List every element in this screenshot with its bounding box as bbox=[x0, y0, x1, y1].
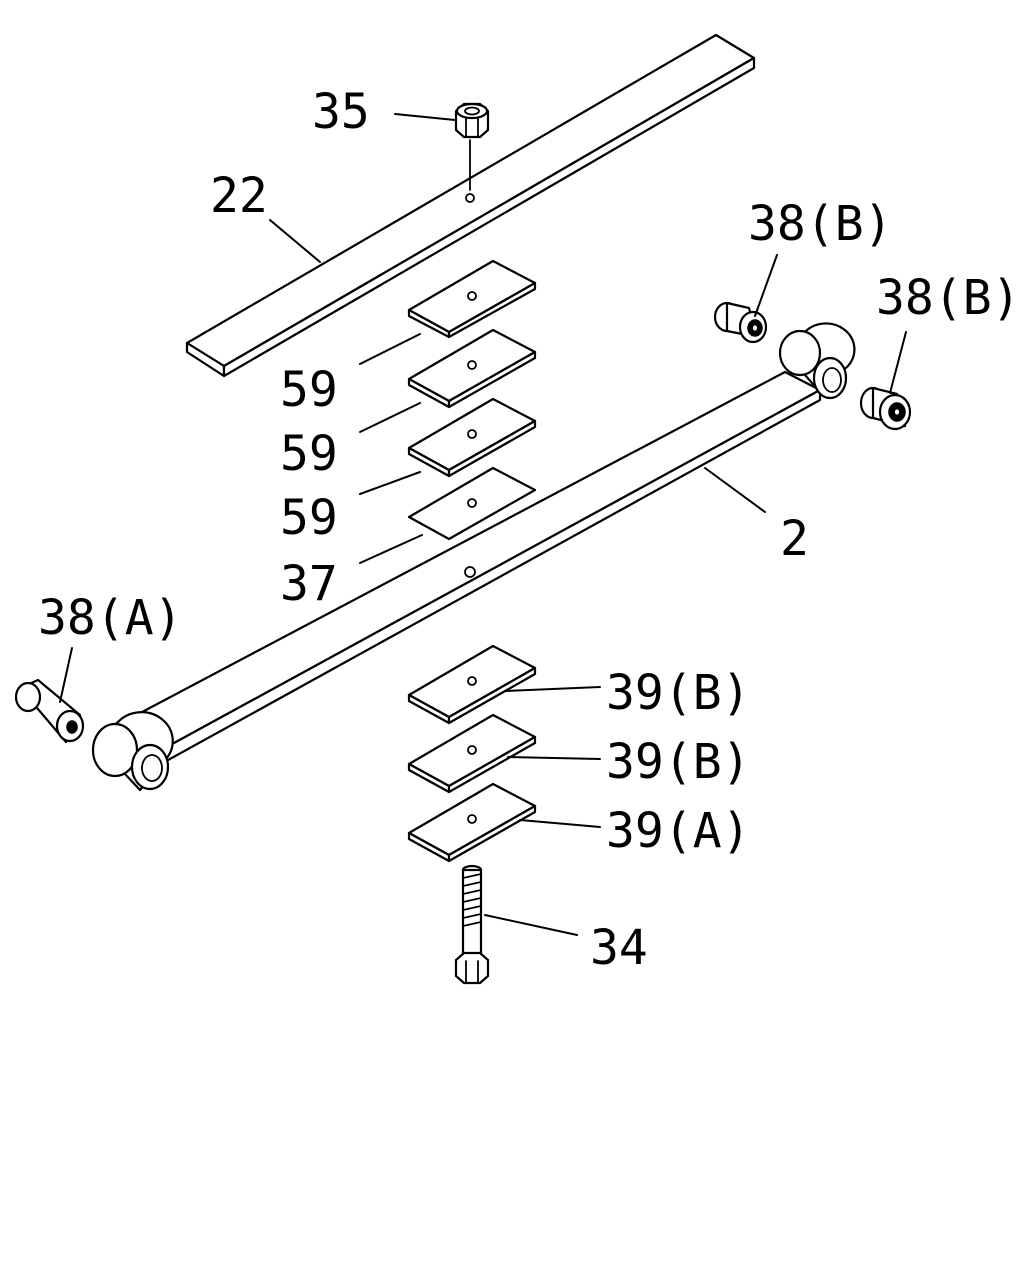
part-59-shim-1 bbox=[407, 259, 537, 339]
callout-38b-top: 38(B) bbox=[748, 196, 893, 252]
callout-22: 22 bbox=[210, 168, 268, 224]
callout-59-third: 59 bbox=[280, 490, 338, 546]
leaf-hole bbox=[464, 566, 476, 578]
callout-39b-first: 39(B) bbox=[606, 665, 751, 721]
part-35-nut bbox=[454, 102, 490, 191]
callout-38b-right: 38(B) bbox=[876, 270, 1021, 326]
part-39b-plate-2 bbox=[407, 713, 537, 794]
part-38b-bushing-top bbox=[713, 301, 768, 344]
part-39a-plate bbox=[407, 782, 537, 863]
part-2-main-leaf bbox=[91, 322, 856, 792]
leaf-hole bbox=[465, 193, 475, 203]
part-59-shim-3 bbox=[407, 397, 537, 478]
callout-38a: 38(A) bbox=[38, 590, 183, 646]
part-38b-bushing-right bbox=[859, 386, 912, 431]
part-59-shim-2 bbox=[407, 328, 537, 409]
callout-2: 2 bbox=[780, 511, 809, 567]
part-38a-bushing bbox=[14, 678, 85, 744]
callout-37: 37 bbox=[280, 556, 338, 612]
part-34-bolt bbox=[454, 864, 490, 985]
part-37-plate bbox=[407, 466, 537, 541]
callout-39b-second: 39(B) bbox=[606, 734, 751, 790]
callout-39a: 39(A) bbox=[606, 803, 751, 859]
callout-59-second: 59 bbox=[280, 426, 338, 482]
callout-59-first: 59 bbox=[280, 362, 338, 418]
callout-35: 35 bbox=[312, 84, 370, 140]
part-22-top-leaf bbox=[185, 33, 756, 378]
leader-lines bbox=[59, 113, 907, 936]
callout-34: 34 bbox=[590, 920, 648, 976]
part-39b-plate-1 bbox=[407, 644, 537, 725]
